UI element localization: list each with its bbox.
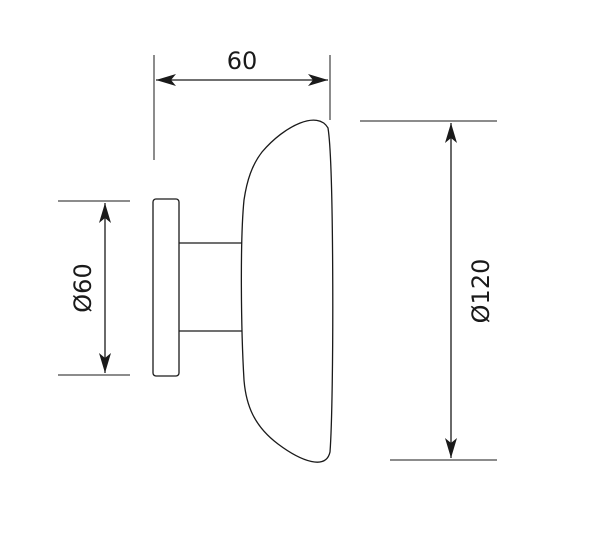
knob-diameter-label: Ø120 [467, 259, 495, 324]
rose-plate [152, 198, 180, 377]
depth-label: 60 [227, 47, 258, 75]
knob-outline [152, 119, 334, 463]
depth-dimension: 60 [153, 47, 331, 160]
rose-diameter-label: Ø60 [69, 263, 97, 312]
knob-diameter-dimension: Ø120 [360, 120, 497, 461]
rose-diameter-dimension: Ø60 [58, 200, 130, 376]
knob-head [240, 119, 334, 463]
